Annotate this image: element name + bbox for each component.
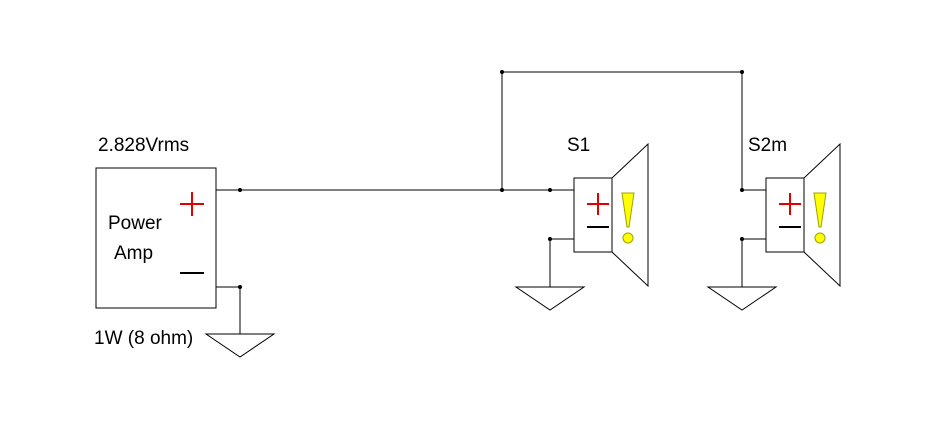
speaker-s1[interactable]: S1	[514, 135, 649, 311]
power-amp-box[interactable]	[95, 167, 217, 309]
speaker-s2m-plus-icon	[779, 193, 801, 215]
junction-dot	[548, 188, 552, 192]
junction-dot	[238, 285, 242, 289]
speaker-s1-body[interactable]	[573, 142, 649, 288]
speaker-s2m-ground-wire	[741, 238, 766, 287]
speaker-s2m-ground-icon	[706, 286, 778, 311]
speaker-s1-label: S1	[567, 135, 590, 156]
junction-dot	[740, 188, 744, 192]
speaker-s1-ground-icon	[514, 286, 586, 311]
speaker-s1-plus-icon	[587, 193, 609, 215]
junction-dot	[500, 188, 504, 192]
amp-name-line2: Amp	[114, 243, 153, 264]
amp-power-label: 1W (8 ohm)	[94, 328, 193, 349]
speaker-s2m-label: S2m	[748, 135, 787, 156]
junction-dots	[238, 70, 744, 289]
power-amp[interactable]: 2.828Vrms Power Amp 1W (8 ohm)	[94, 135, 217, 349]
amp-voltage-label: 2.828Vrms	[98, 135, 189, 156]
speaker-s2m-warning-icon	[813, 192, 827, 244]
signal-wires	[216, 71, 766, 191]
speaker-s2m-body[interactable]	[765, 142, 841, 288]
junction-dot	[500, 70, 504, 74]
speaker-s2m[interactable]: S2m	[706, 135, 841, 311]
speaker-s1-warning-icon	[621, 192, 635, 244]
speaker-s1-ground-wire	[549, 238, 574, 287]
amp-name-line1: Power	[108, 213, 163, 234]
junction-dot	[740, 70, 744, 74]
amp-plus-terminal-icon	[180, 192, 204, 216]
junction-dot	[238, 188, 242, 192]
